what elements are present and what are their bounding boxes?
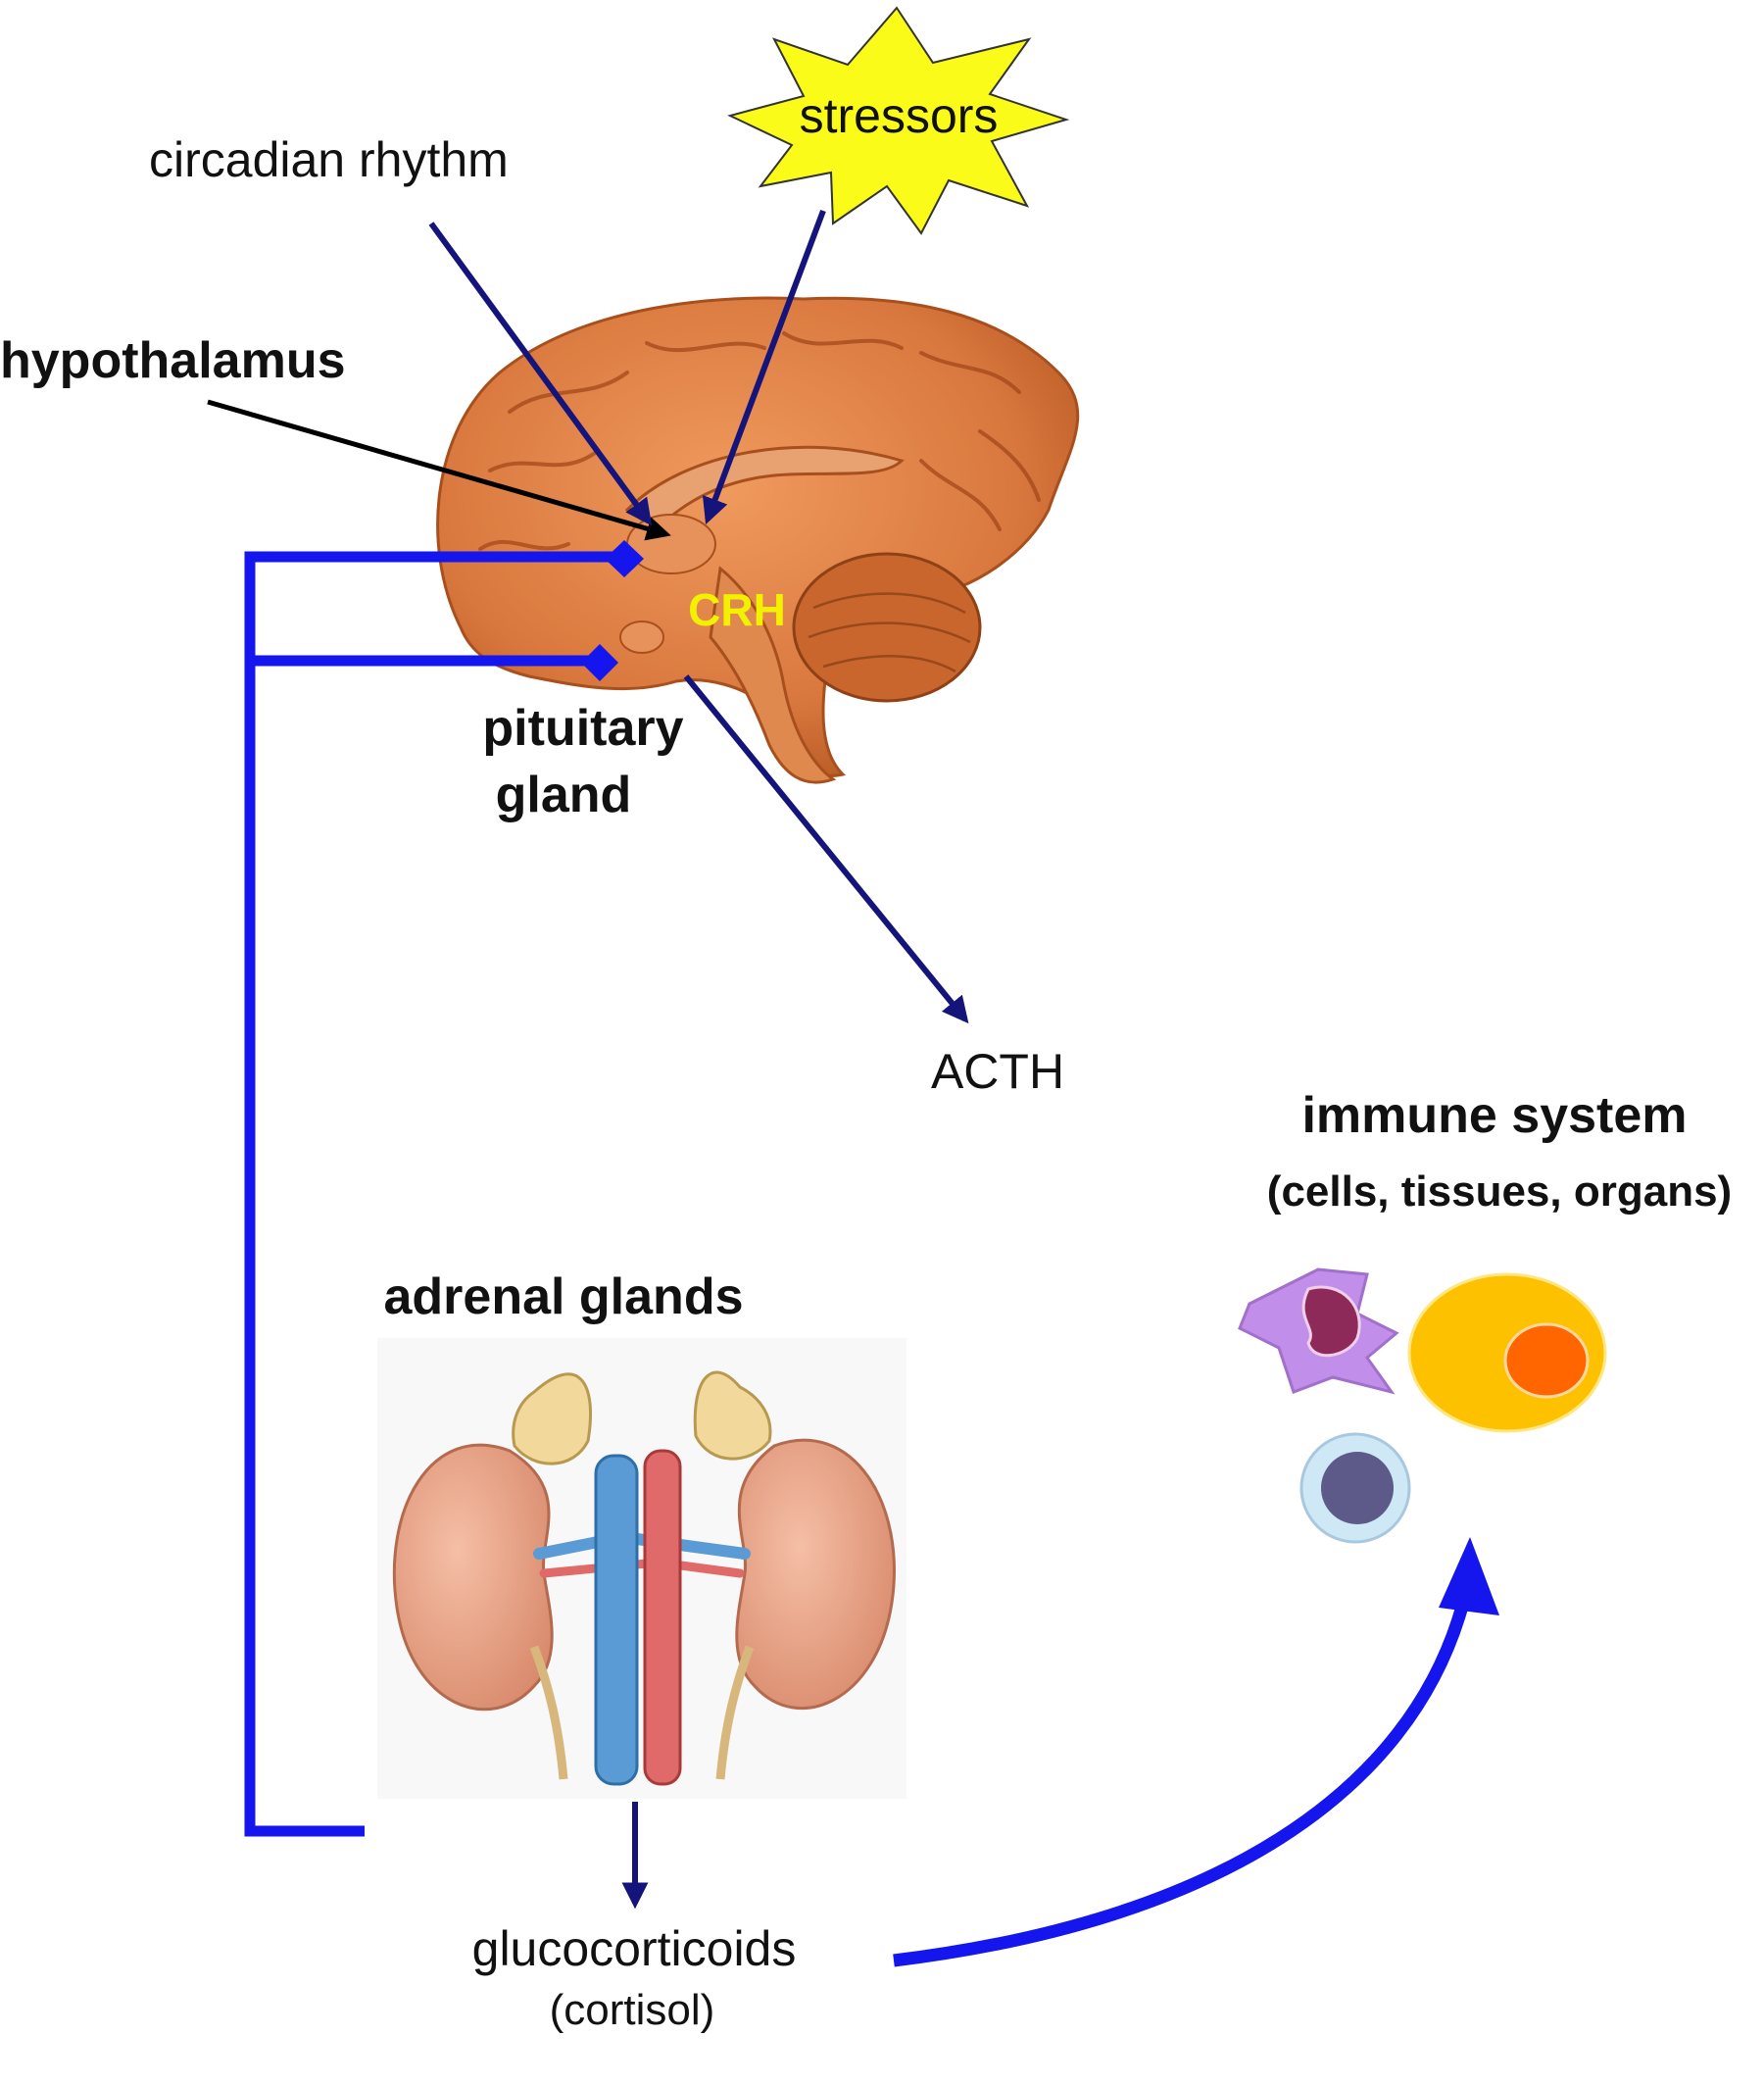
crh-label: CRH <box>688 584 786 635</box>
hypothalamus-pointer <box>207 399 671 541</box>
aorta <box>643 1449 682 1786</box>
immune-system-sub-label: (cells, tissues, organs) <box>1267 1167 1732 1216</box>
kidneys-illustration <box>377 1338 906 1799</box>
feedback-diamond-hypothalamus <box>605 540 644 577</box>
immune-cells-icon <box>1238 1267 1607 1544</box>
vena-cava <box>594 1454 639 1786</box>
feedback-line <box>244 551 627 1837</box>
acth-arrow <box>683 674 969 1024</box>
glucocorticoids-label: glucocorticoids <box>472 1921 797 1976</box>
stressors-node: stressors <box>727 6 1070 235</box>
glucocorticoids-to-immune-arrow <box>893 1601 1470 1967</box>
acth-label: ACTH <box>931 1044 1064 1099</box>
pituitary-region <box>619 621 664 654</box>
cerebellum <box>792 552 982 703</box>
starburst-icon <box>727 6 1070 235</box>
negative-feedback-loop <box>244 540 644 1837</box>
kidneys-adrenal-icon <box>392 1370 896 1786</box>
pituitary-label-line2: gland <box>496 767 632 823</box>
cortisol-label: (cortisol) <box>550 1986 715 2034</box>
stressors-label: stressors <box>800 88 999 143</box>
immune-system-label: immune system <box>1301 1087 1687 1144</box>
circadian-rhythm-label: circadian rhythm <box>149 132 509 187</box>
immune-arrowhead <box>1439 1537 1499 1615</box>
hypothalamus-region <box>626 514 716 574</box>
pituitary-label-line1: pituitary <box>482 700 683 757</box>
stressors-arrow <box>702 209 826 525</box>
adrenal-glands-label: adrenal glands <box>384 1268 744 1325</box>
hypothalamus-label: hypothalamus <box>0 332 346 389</box>
circadian-arrow <box>428 222 653 526</box>
brainstem <box>709 566 837 784</box>
feedback-diamond-pituitary <box>581 644 618 681</box>
